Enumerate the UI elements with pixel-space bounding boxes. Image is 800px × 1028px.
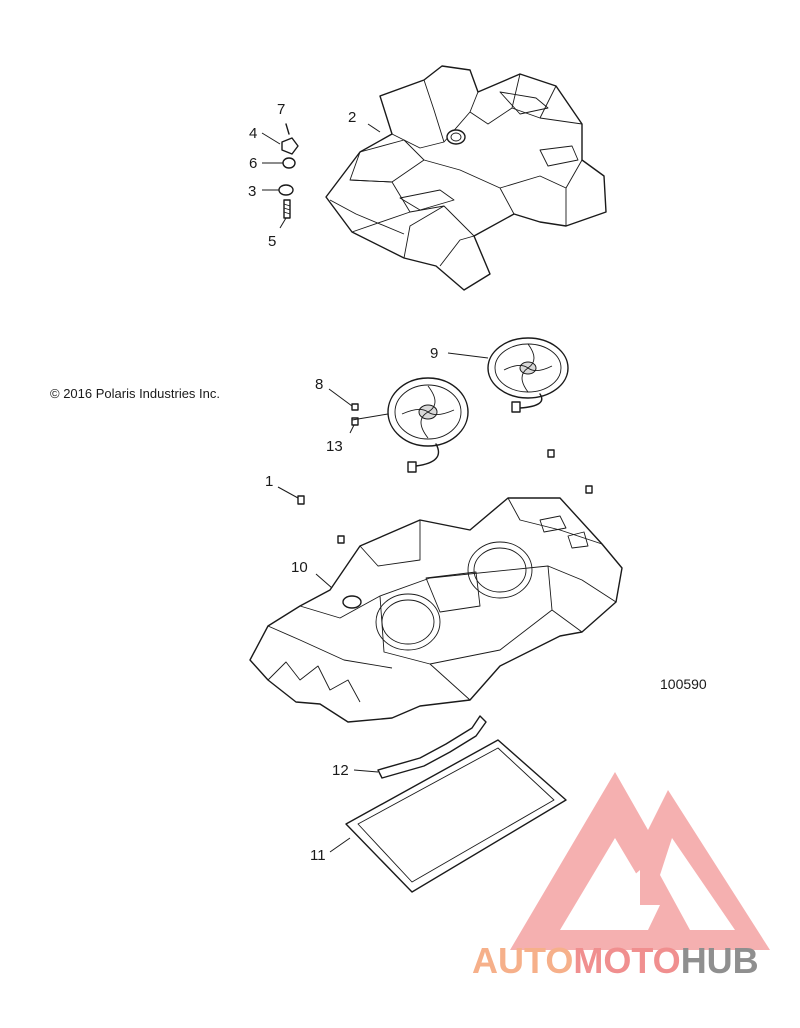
- gasket-frame: [345, 739, 567, 893]
- callout-3: 3: [248, 183, 256, 200]
- callout-2: 2: [348, 109, 356, 126]
- callout-5: 5: [268, 233, 276, 250]
- callout-1: 1: [265, 473, 273, 490]
- watermark-moto: MOTO: [573, 940, 681, 981]
- watermark-auto: AUTO: [472, 940, 574, 981]
- watermark-text: AUTOMOTOHUB: [472, 940, 759, 982]
- callout-7: 7: [277, 101, 285, 118]
- cooling-fan-right: [487, 337, 569, 413]
- watermark-logo: [510, 772, 770, 950]
- callout-10: 10: [291, 559, 308, 576]
- callout-9: 9: [430, 345, 438, 362]
- cooling-fan-left: [387, 377, 469, 473]
- lower-body-panel: [249, 497, 623, 723]
- callout-11: 11: [310, 847, 326, 864]
- copyright-notice: © 2016 Polaris Industries Inc.: [50, 386, 220, 401]
- callout-6: 6: [249, 155, 257, 172]
- upper-body-panel: [325, 65, 607, 291]
- callout-4: 4: [249, 125, 257, 142]
- callout-8: 8: [315, 376, 323, 393]
- callout-12: 12: [332, 762, 349, 779]
- fastener-stack: [278, 123, 299, 219]
- callout-13: 13: [326, 438, 343, 455]
- callout-labels: 7 2 4 6 3 5 9 8 13 1 10 12 11: [248, 101, 438, 864]
- small-fasteners: [297, 403, 593, 544]
- watermark-hub: HUB: [680, 940, 759, 981]
- diagram-number: 100590: [660, 676, 707, 692]
- leader-lines: [261, 123, 489, 853]
- seal-strip: [377, 715, 487, 779]
